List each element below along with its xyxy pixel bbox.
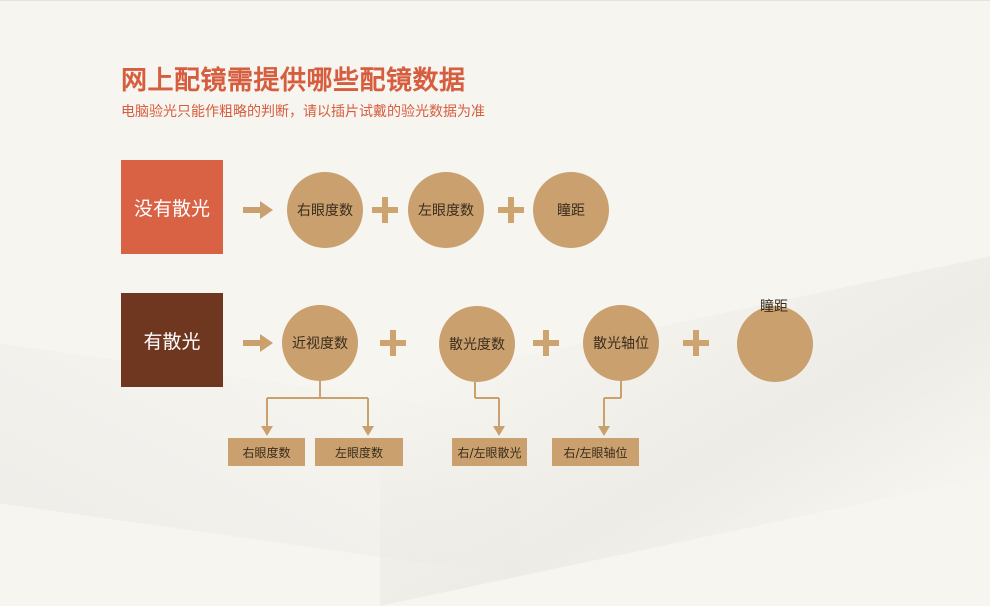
connector-lines <box>261 381 622 436</box>
top-divider <box>0 0 990 1</box>
astigmatism-axis-circle: 散光轴位 <box>583 305 659 381</box>
page-subtitle: 电脑验光只能作粗略的判断，请以插片试戴的验光数据为准 <box>121 104 485 120</box>
leaf-astigmatism: 右/左眼散光 <box>452 438 527 466</box>
plus-icon <box>533 330 559 356</box>
plus-icon <box>498 197 524 223</box>
left-eye-power-circle: 左眼度数 <box>408 172 484 248</box>
plus-icon <box>683 330 709 356</box>
leaf-left-eye-power: 左眼度数 <box>315 438 403 466</box>
right-eye-power-circle: 右眼度数 <box>287 172 363 248</box>
pupil-distance-label: 瞳距 <box>760 299 788 315</box>
arrow-right-icon <box>243 334 273 352</box>
myopia-power-circle: 近视度数 <box>282 305 358 381</box>
arrow-right-icon <box>243 201 273 219</box>
leaf-right-eye-power: 右眼度数 <box>228 438 305 466</box>
astigmatism-power-circle: 散光度数 <box>439 306 515 382</box>
plus-icon <box>380 330 406 356</box>
astigmatism-label: 有散光 <box>121 293 223 387</box>
pupil-distance-circle: 瞳距 <box>533 172 609 248</box>
no-astigmatism-label: 没有散光 <box>121 160 223 254</box>
pupil-distance-circle <box>737 306 813 382</box>
leaf-axis: 右/左眼轴位 <box>552 438 639 466</box>
page-title: 网上配镜需提供哪些配镜数据 <box>121 66 466 96</box>
plus-icon <box>372 197 398 223</box>
